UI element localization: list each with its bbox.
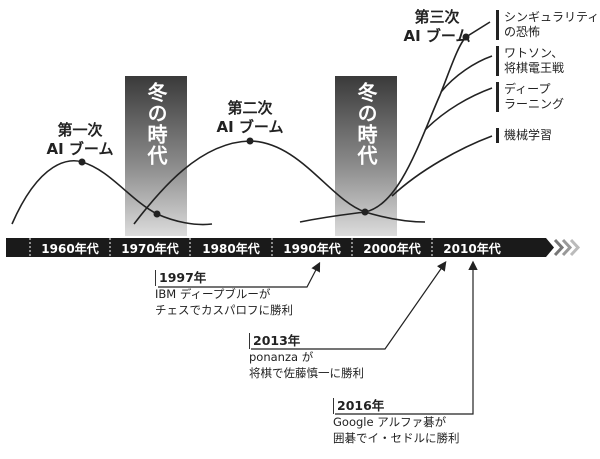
event-year: 2013年 <box>249 333 364 349</box>
event-line2: 将棋で佐藤慎一に勝利 <box>249 366 364 380</box>
third-peak-dot <box>462 33 470 41</box>
timeline-bar <box>6 238 546 257</box>
branch-ml-label: 機械学習 <box>496 128 552 143</box>
event-year: 2016年 <box>333 398 460 414</box>
boom-line2: AI ブーム <box>46 140 114 158</box>
first-dip-dot <box>153 210 161 218</box>
branch-watson-label: ワトソン、将棋電王戦 <box>496 46 564 76</box>
event-2016-arrow <box>335 260 478 415</box>
event-line1: Google アルファ碁が <box>333 415 447 429</box>
second-boom-curve <box>133 140 426 225</box>
branch-line2: ラーニング <box>504 97 565 111</box>
second-peak-dot <box>246 137 254 145</box>
branch-line1: ワトソン、 <box>504 46 564 60</box>
boom-line1: 第一次 <box>57 121 103 139</box>
boom-line1: 第三次 <box>414 8 460 26</box>
event-1997-arrow <box>158 261 321 288</box>
boom-line2: AI ブーム <box>403 27 471 45</box>
era-1970s: 1970年代 <box>121 242 179 256</box>
boom-line1: 第二次 <box>227 99 273 117</box>
second-dip-dot <box>361 208 369 216</box>
third-boom-curve <box>299 21 491 223</box>
first-boom-curve <box>11 159 213 226</box>
branch-singularity: シンギュラリティの恐怖 <box>496 10 599 40</box>
branch-line2: の恐怖 <box>504 25 541 39</box>
branch-ml <box>391 135 493 197</box>
era-1990s: 1990年代 <box>283 242 341 256</box>
era-1960s: 1960年代 <box>41 242 99 256</box>
branch-watson <box>440 55 493 93</box>
event-year: 1997年 <box>155 270 293 286</box>
branch-line2: 将棋電王戦 <box>504 61 565 75</box>
event-line1: ponanza が <box>249 350 314 364</box>
timeline-arrowhead <box>546 238 554 257</box>
branch-line1: 機械学習 <box>504 128 553 142</box>
era-2000s: 2000年代 <box>363 242 421 256</box>
era-2010s: 2010年代 <box>443 242 501 256</box>
first-peak-dot <box>78 158 86 166</box>
era-1980s: 1980年代 <box>202 242 260 256</box>
branch-line1: ディープ <box>504 82 551 96</box>
branch-deeplearning-label: ディープラーニング <box>496 82 564 112</box>
event-2013-arrow <box>251 261 447 350</box>
winter-label-1: 冬の時代 <box>144 82 168 166</box>
event-line2: チェスでカスパロフに勝利 <box>155 303 293 317</box>
branch-line1: シンギュラリティ <box>504 10 600 24</box>
boom-line2: AI ブーム <box>216 118 284 136</box>
event-line2: 囲碁でイ・セドルに勝利 <box>333 431 460 445</box>
branch-deeplearning <box>424 87 493 131</box>
winter-label-2: 冬の時代 <box>354 82 378 166</box>
chevrons <box>553 238 581 257</box>
event-line1: IBM ディープブルーが <box>155 287 271 301</box>
winter-band-1 <box>125 76 187 236</box>
